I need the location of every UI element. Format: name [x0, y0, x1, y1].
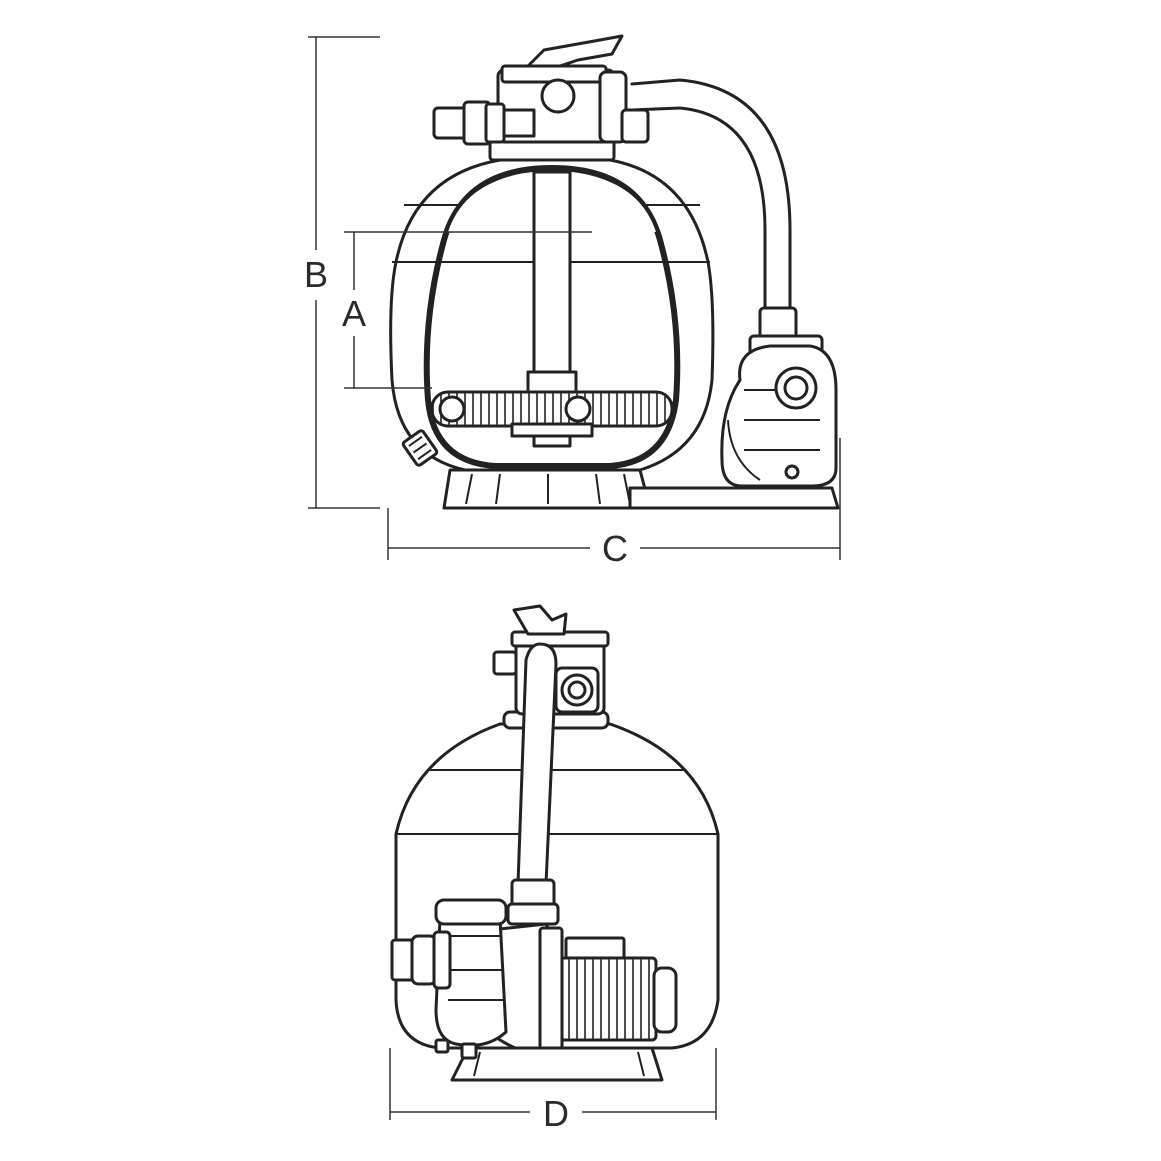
- strainer-pot: [434, 916, 508, 1047]
- multiport-valve: [432, 34, 650, 162]
- strainer-lid: [434, 898, 508, 926]
- hose-outer-bottom: [630, 106, 767, 314]
- lateral-base: [510, 422, 594, 438]
- label-b: B: [304, 254, 328, 295]
- label-d: D: [543, 1093, 569, 1134]
- valve-handle: [526, 34, 624, 68]
- valve-union-right: [598, 70, 628, 144]
- front-view: [390, 604, 720, 1082]
- dimension-a: A: [342, 231, 592, 389]
- front-stand: [450, 1046, 664, 1082]
- front-hose: [516, 642, 558, 886]
- side-view: [389, 34, 840, 510]
- valve-port-center: [540, 78, 576, 114]
- lateral-end-left: [438, 395, 466, 423]
- dimension-c: C: [387, 438, 841, 569]
- front-valve-knob: [492, 650, 518, 676]
- motor-body: [558, 956, 658, 1042]
- laterals: [430, 390, 674, 428]
- dimension-b: B: [304, 36, 380, 509]
- sand-media: [423, 165, 681, 469]
- front-valve-handle: [512, 604, 568, 636]
- drain-plug: [401, 429, 439, 467]
- lateral-foot: [532, 434, 572, 448]
- label-c: C: [602, 528, 628, 569]
- hose-outer-top: [630, 78, 792, 314]
- dimension-d: D: [389, 1048, 717, 1134]
- standpipe: [532, 170, 572, 374]
- motor-end-cap: [652, 966, 678, 1034]
- label-a: A: [342, 293, 366, 334]
- base-platform: [628, 486, 840, 510]
- lateral-hub: [526, 370, 578, 394]
- pump-side: [720, 334, 838, 488]
- lateral-end-right: [564, 395, 592, 423]
